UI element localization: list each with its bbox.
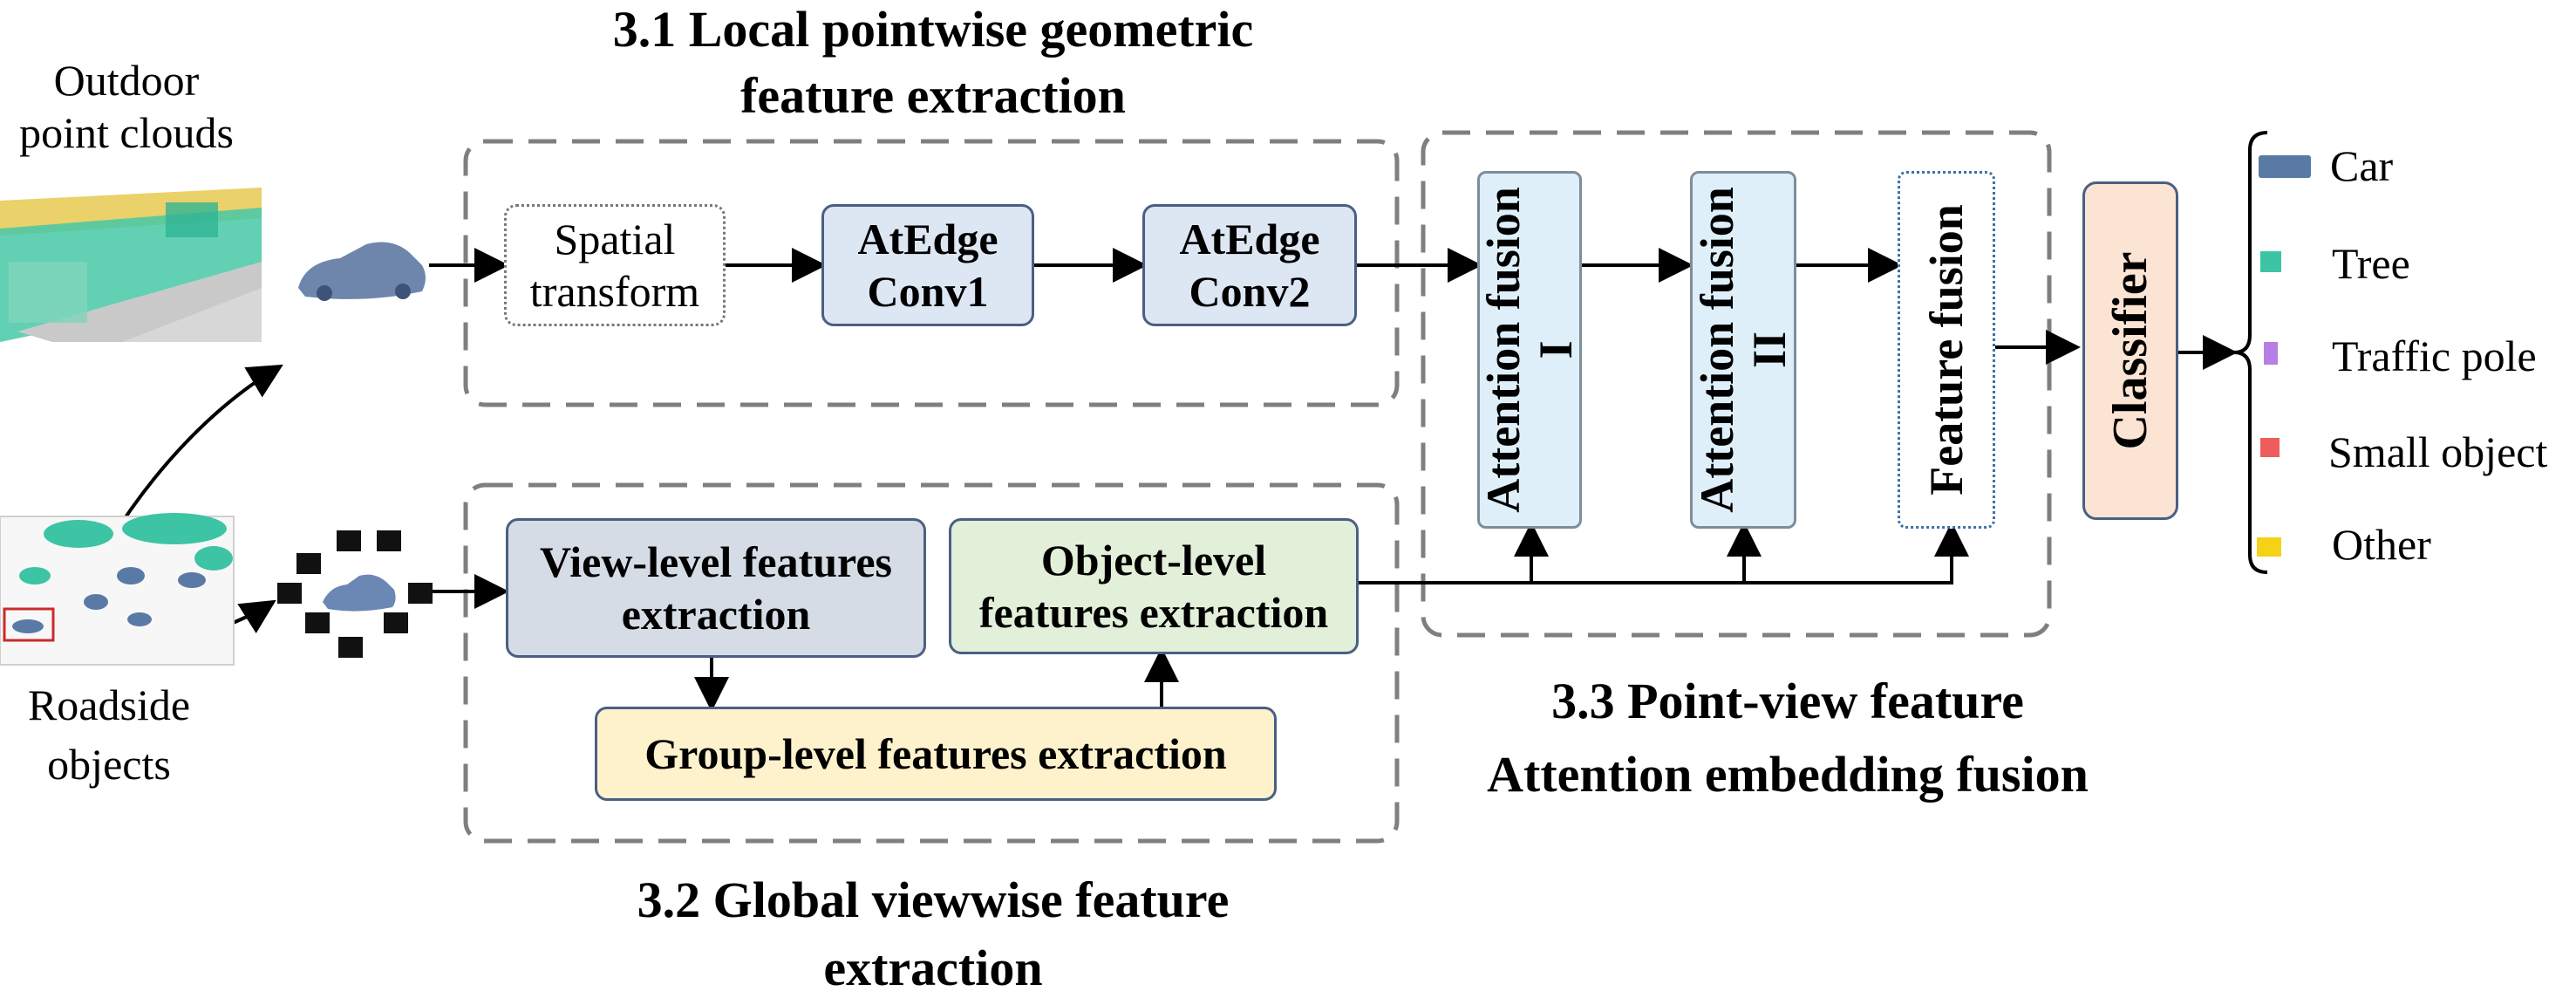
spatial-transform-box: Spatial transform xyxy=(504,204,726,326)
legend-brace xyxy=(2233,131,2268,574)
roadside-label-line2: objects xyxy=(47,740,171,789)
local-group-frame xyxy=(463,139,1400,407)
attention-fusion-2-line2: II xyxy=(1743,331,1796,369)
title-fusion-line2: Attention embedding fusion xyxy=(1487,746,2089,803)
spatial-transform-line1: Spatial xyxy=(554,215,676,263)
title-fusion-line1: 3.3 Point-view feature xyxy=(1551,673,2024,729)
title-local-line2: feature extraction xyxy=(740,67,1126,124)
object-level-box: Object-level features extraction xyxy=(949,518,1359,654)
view-level-line1: View-level features xyxy=(539,537,892,586)
group-level-box: Group-level features extraction xyxy=(595,707,1277,801)
title-global-line1: 3.2 Global viewwise feature xyxy=(637,872,1230,928)
section-title-local: 3.1 Local pointwise geometric feature ex… xyxy=(453,0,1413,126)
fusion-group-frame xyxy=(1421,130,2052,638)
legend-label-small-object: Small object xyxy=(2328,427,2548,476)
atedge-conv2-line1: AtEdge xyxy=(1179,215,1320,263)
other-swatch-icon xyxy=(2257,537,2281,557)
classifier-box: Classifier xyxy=(2082,181,2178,520)
section-title-global: 3.2 Global viewwise feature extraction xyxy=(453,871,1413,998)
attention-fusion-1-line1: Attention fusion xyxy=(1477,187,1530,513)
atedge-conv1-line2: Conv1 xyxy=(867,267,989,316)
title-global-line2: extraction xyxy=(823,940,1043,996)
attention-fusion-2-box: Attention fusion II xyxy=(1690,171,1796,529)
atedge-conv1-line1: AtEdge xyxy=(857,215,998,263)
title-local-line1: 3.1 Local pointwise geometric xyxy=(612,1,1254,58)
legend-label-car: Car xyxy=(2330,141,2394,190)
classifier-label: Classifier xyxy=(2103,251,2157,450)
object-level-line2: features extraction xyxy=(978,588,1329,637)
atedge-conv2-box: AtEdge Conv2 xyxy=(1142,204,1357,326)
roadside-label: Roadside objects xyxy=(0,679,218,790)
atedge-conv2-line2: Conv2 xyxy=(1189,267,1311,316)
view-level-box: View-level features extraction xyxy=(506,518,926,658)
outdoor-label-line1: Outdoor xyxy=(53,56,200,105)
group-level-label: Group-level features extraction xyxy=(644,729,1227,778)
attention-fusion-2-line1: Attention fusion xyxy=(1691,187,1743,513)
feature-fusion-label: Feature fusion xyxy=(1920,204,1973,496)
global-group-frame xyxy=(463,482,1400,844)
class-legend: Car Tree Traffic pole Small object Other xyxy=(2252,138,2576,591)
outdoor-label-line2: point clouds xyxy=(19,108,234,157)
legend-label-traffic-pole: Traffic pole xyxy=(2332,332,2537,380)
spatial-transform-line2: transform xyxy=(529,267,700,316)
tree-swatch-icon xyxy=(2260,251,2281,272)
atedge-conv1-box: AtEdge Conv1 xyxy=(821,204,1034,326)
small-object-swatch-icon xyxy=(2260,438,2280,457)
roadside-label-line1: Roadside xyxy=(27,680,191,729)
outdoor-label: Outdoor point clouds xyxy=(0,54,253,159)
section-title-fusion: 3.3 Point-view feature Attention embeddi… xyxy=(1360,672,2215,804)
attention-fusion-1-text: Attention fusion I xyxy=(1477,187,1582,513)
attention-fusion-1-box: Attention fusion I xyxy=(1477,171,1582,529)
legend-label-tree: Tree xyxy=(2332,239,2410,288)
legend-label-other: Other xyxy=(2332,520,2431,569)
object-level-line1: Object-level xyxy=(1040,536,1267,584)
traffic-pole-swatch-icon xyxy=(2264,342,2278,365)
attention-fusion-2-text: Attention fusion II xyxy=(1691,187,1796,513)
feature-fusion-box: Feature fusion xyxy=(1898,171,1995,529)
car-swatch-icon xyxy=(2259,155,2311,178)
view-level-line2: extraction xyxy=(621,590,811,639)
attention-fusion-1-line2: I xyxy=(1530,340,1582,359)
